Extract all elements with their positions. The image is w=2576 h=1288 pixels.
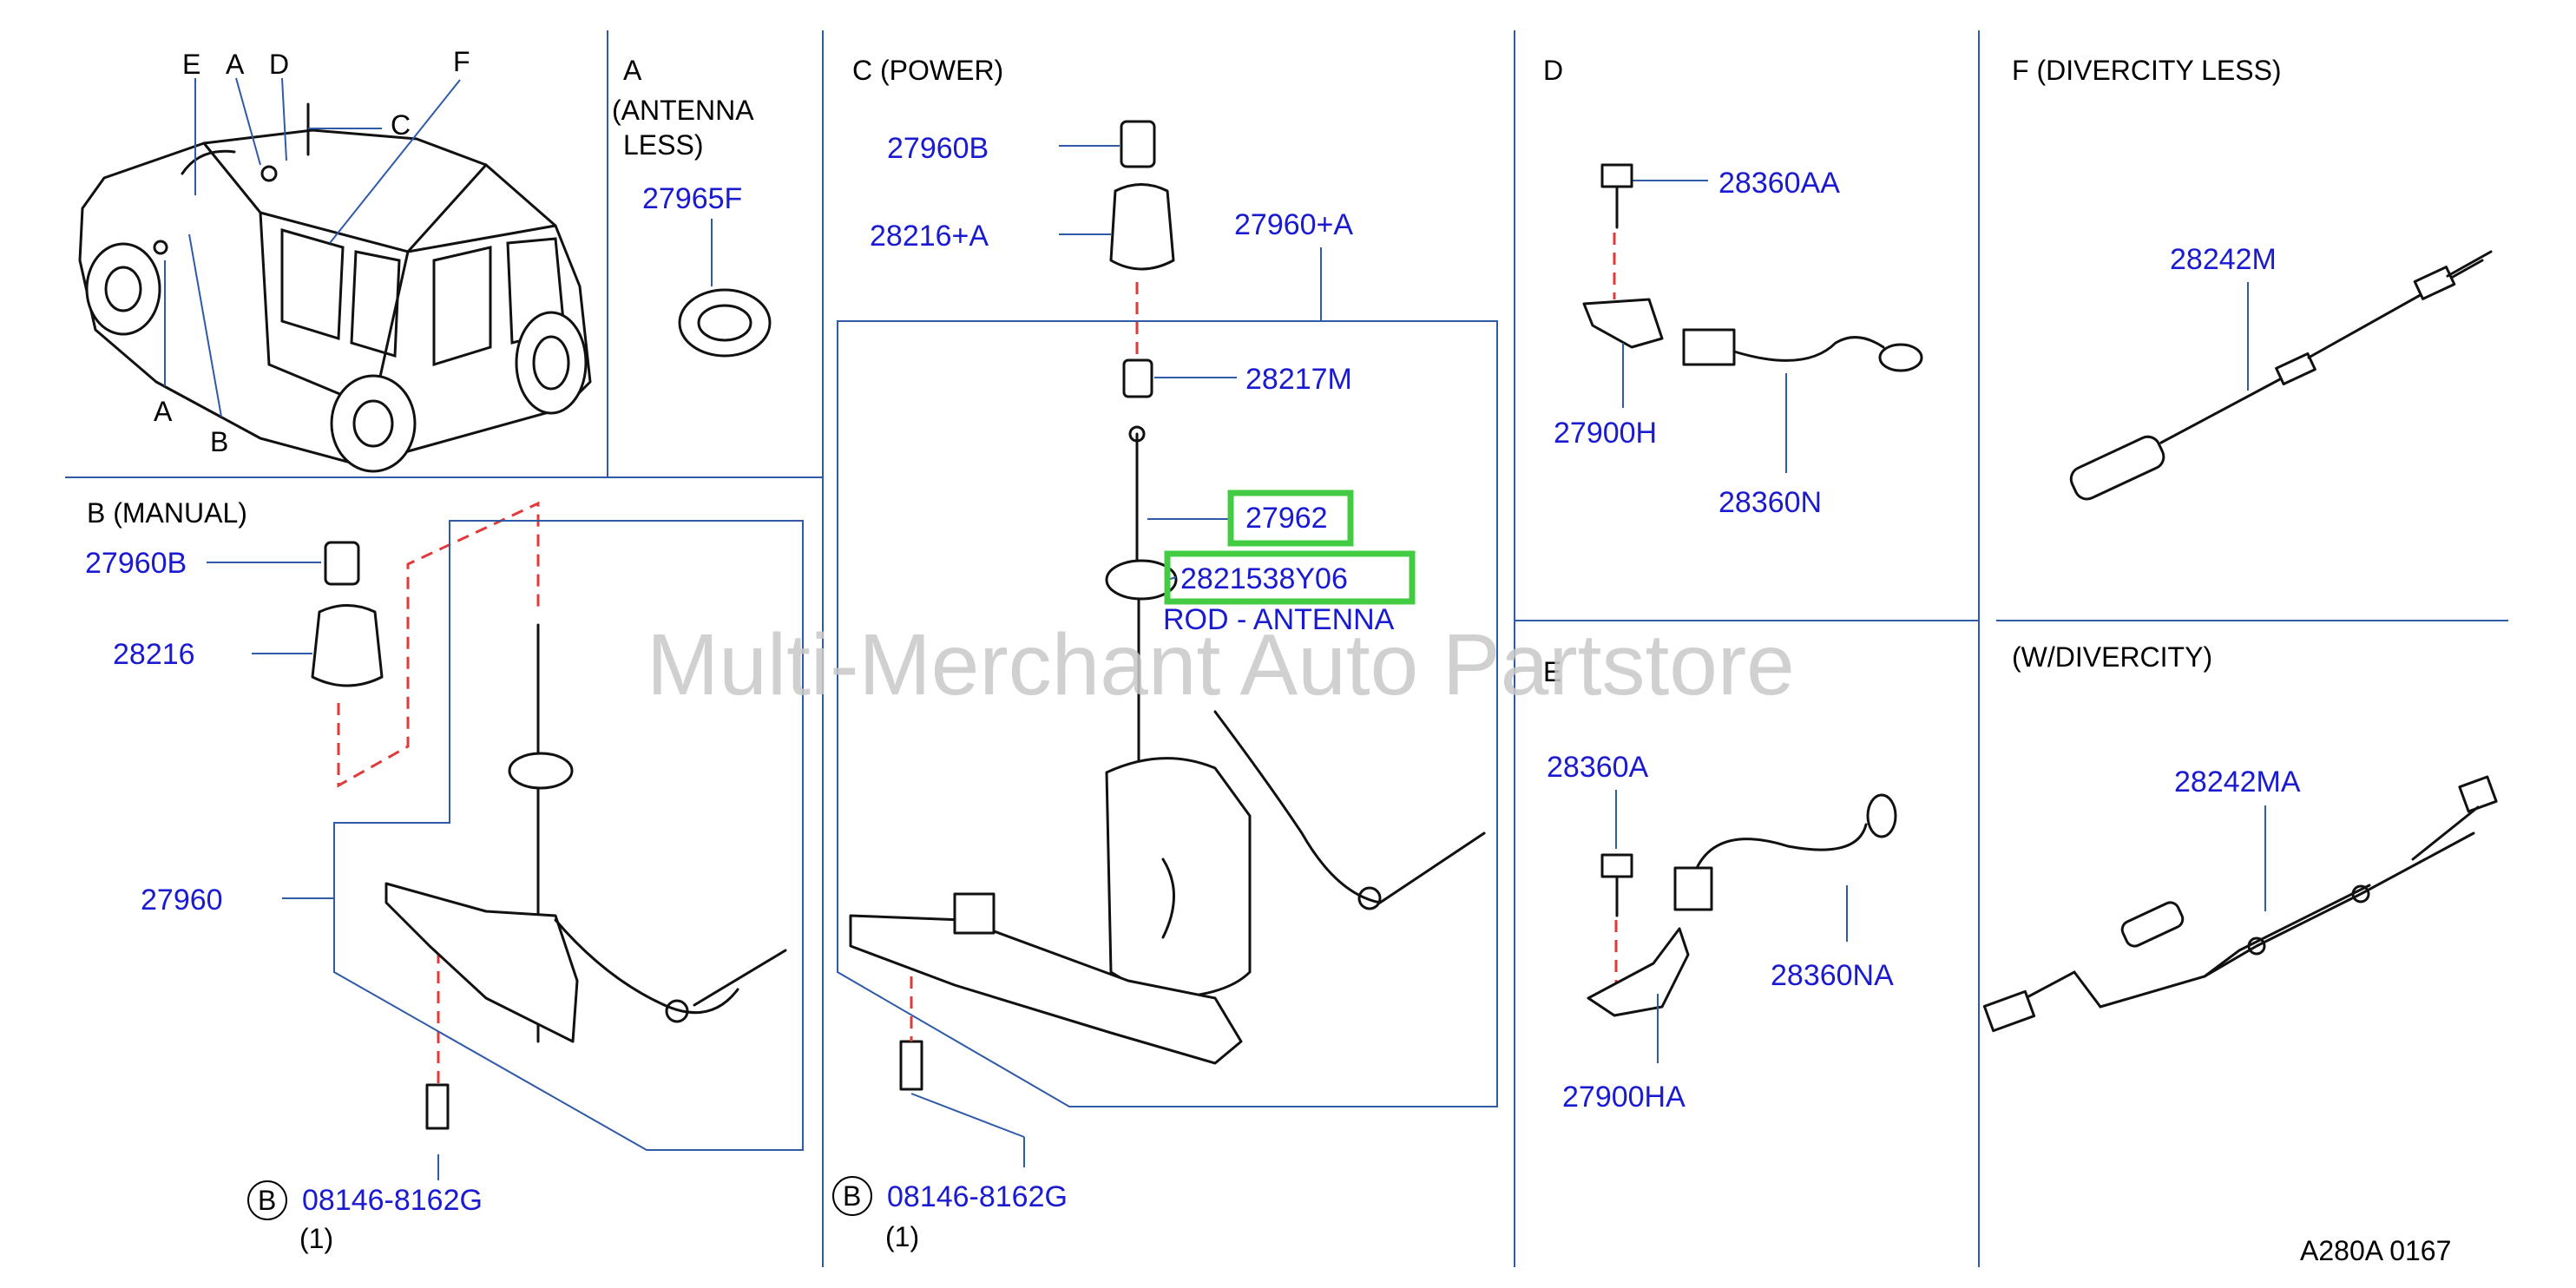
part-27965F: 27965F: [642, 182, 742, 215]
part-c-27962: 27962: [1245, 502, 1328, 535]
circle-b-left: B: [247, 1180, 287, 1220]
part-c-27960A: 27960+A: [1234, 208, 1353, 241]
part-d-28360AA: 28360AA: [1718, 167, 1840, 200]
vehicle-label-a-top: A: [226, 49, 245, 80]
section-w-title: (W/DIVERCITY): [2012, 641, 2212, 673]
section-a-title: A: [623, 55, 642, 86]
cap-b-27960B: [324, 541, 360, 586]
part-w-28242MA: 28242MA: [2174, 766, 2301, 798]
vehicle-label-e: E: [182, 49, 200, 80]
section-f-title: F (DIVERCITY LESS): [2012, 55, 2282, 86]
ground-strap-e: [1587, 793, 1897, 1017]
part-c-27960B: 27960B: [887, 132, 989, 165]
part-b-qty: (1): [299, 1223, 333, 1254]
section-b-title: B (MANUAL): [87, 497, 247, 529]
part-e-27900HA: 27900HA: [1562, 1081, 1686, 1114]
part-c-rod-name: ROD - ANTENNA: [1163, 603, 1395, 636]
power-antenna-assembly: [849, 425, 1486, 1091]
manual-antenna-assembly: [384, 623, 787, 1130]
section-a-subtitle-line2: LESS): [623, 129, 703, 161]
section-c-title: C (POWER): [852, 55, 1003, 86]
vehicle-label-a-bottom: A: [154, 396, 173, 427]
part-e-28360NA: 28360NA: [1771, 959, 1894, 992]
vehicle-illustration: [78, 77, 592, 473]
vehicle-label-f: F: [453, 46, 470, 77]
cap-c-27960B: [1120, 120, 1156, 168]
section-dividers: [65, 30, 2508, 1267]
bushing-b-28216: [311, 604, 384, 687]
part-b-28216: 28216: [113, 638, 195, 671]
cable-f-28242M: [2069, 250, 2493, 501]
part-f-28242M: 28242M: [2170, 243, 2277, 276]
highlight-27962: [1227, 490, 1354, 547]
watermark: Multi-Merchant Auto Partstore: [647, 616, 1795, 713]
bushing-c-28216A: [1109, 183, 1175, 271]
vehicle-label-b: B: [210, 426, 228, 457]
bolt-e-28360A: [1600, 853, 1633, 917]
section-a-subtitle-line1: (ANTENNA: [612, 95, 754, 126]
section-e-title: E: [1543, 656, 1561, 687]
part-e-28360A: 28360A: [1547, 751, 1649, 784]
part-c-rod-pn: 2821538Y06: [1180, 562, 1348, 595]
highlight-rod-antenna: [1164, 550, 1416, 605]
part-d-27900H: 27900H: [1554, 417, 1657, 450]
part-c-28216A: 28216+A: [870, 220, 989, 253]
circle-b-right: B: [832, 1176, 872, 1216]
part-d-28360N: 28360N: [1718, 486, 1822, 519]
grommet-27965F: [678, 288, 772, 358]
section-d-title: D: [1543, 55, 1563, 86]
ground-strap-d: [1582, 298, 1923, 372]
svg-text:B: B: [258, 1185, 276, 1216]
footer-code: A280A 0167: [2300, 1235, 2451, 1266]
cable-w-28242MA: [1982, 775, 2498, 1033]
part-c-28217M: 28217M: [1245, 363, 1352, 396]
vehicle-label-d: D: [269, 49, 289, 80]
part-b-27960B: 27960B: [85, 547, 187, 580]
part-b-bolt: 08146-8162G: [302, 1184, 483, 1217]
part-c-qty: (1): [885, 1221, 919, 1252]
part-b-27960: 27960: [141, 884, 223, 917]
nut-c-28217M: [1122, 358, 1153, 398]
bolt-d-28360AA: [1600, 163, 1633, 229]
svg-text:B: B: [843, 1180, 861, 1212]
vehicle-label-c: C: [391, 109, 411, 141]
part-c-bolt: 08146-8162G: [887, 1180, 1068, 1213]
